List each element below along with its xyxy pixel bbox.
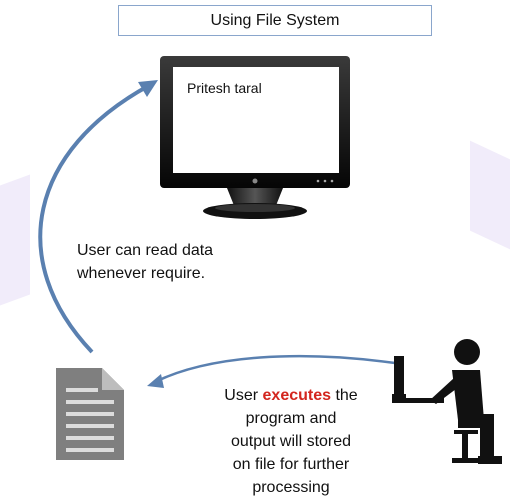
caption-line: processing: [252, 479, 330, 496]
caption-line: whenever require.: [77, 265, 206, 282]
caption-suffix: the: [331, 387, 358, 404]
caption-user-reads: User can read data whenever require.: [77, 239, 213, 285]
monitor-screen-text: Pritesh taral: [187, 80, 262, 96]
caption-highlight: executes: [262, 387, 332, 404]
caption-line: program and: [245, 410, 337, 427]
caption-line: User can read data: [77, 242, 214, 259]
document-icon: [56, 368, 124, 460]
caption-line: User executes the: [196, 384, 386, 407]
caption-user-executes: User executes the program and output wil…: [196, 384, 386, 499]
curved-arrow-icon: [38, 80, 396, 388]
caption-line: on file for further: [232, 456, 350, 473]
person-at-computer-icon: [392, 339, 502, 464]
caption-line: output will stored: [230, 433, 352, 450]
caption-prefix: User: [224, 387, 263, 404]
diagram-title: Using File System: [118, 5, 432, 36]
diagram: Using File System Pritesh taral: [0, 5, 510, 496]
monitor-icon: [160, 56, 350, 219]
